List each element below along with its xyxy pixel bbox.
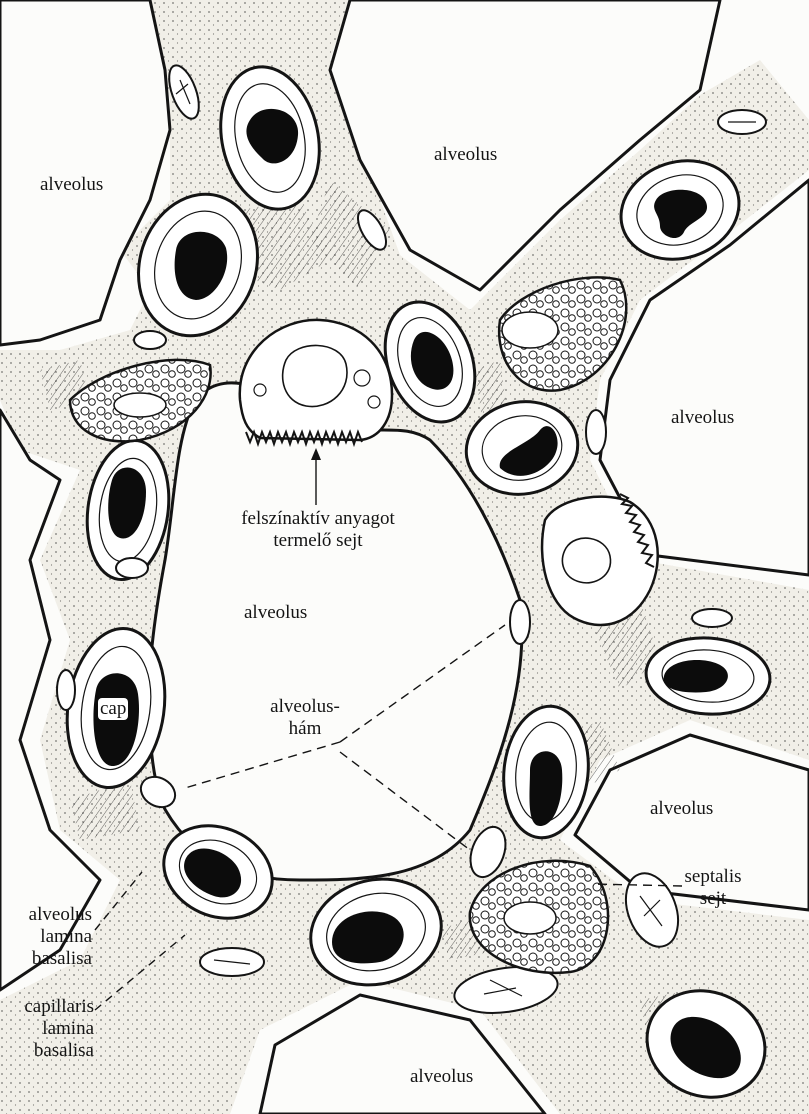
label-alveolar-epithelium-line1: alveolus- [240,696,370,718]
label-capillary-basal-line1: capillaris [0,996,94,1018]
label-alveolar-basal-line3: basalisa [0,948,92,970]
foamy-cell-nucleus [502,312,558,348]
label-surfactant-cell-line2: termelő sejt [218,530,418,552]
label-alveolar-basal-lamina: alveolus lamina basalisa [0,904,92,970]
label-alveolus-lower-right: alveolus [650,798,713,820]
label-alveolus-center: alveolus [244,602,307,624]
label-alveolar-basal-line1: alveolus [0,904,92,926]
label-capillary-basal-line3: basalisa [0,1040,94,1062]
label-alveolar-epithelium: alveolus- hám [240,696,370,740]
label-surfactant-cell: felszínaktív anyagot termelő sejt [218,508,418,552]
label-alveolus-top-left: alveolus [40,174,103,196]
foamy-cell-nucleus [114,393,166,417]
label-capillary: cap [98,698,128,720]
label-capillary-basal-lamina: capillaris lamina basalisa [0,996,94,1062]
label-alveolar-basal-line2: lamina [0,926,92,948]
label-septal-cell-line1: septalis [678,866,748,888]
label-alveolar-epithelium-line2: hám [240,718,370,740]
label-alveolus-right: alveolus [671,407,734,429]
label-surfactant-cell-line1: felszínaktív anyagot [218,508,418,530]
label-alveolus-bottom: alveolus [410,1066,473,1088]
label-alveolus-top-center: alveolus [434,144,497,166]
label-septal-cell: septalis sejt [678,866,748,910]
foamy-cell-nucleus [504,902,556,934]
type-ii-nucleus [562,538,610,583]
label-capillary-basal-line2: lamina [0,1018,94,1040]
label-septal-cell-line2: sejt [678,888,748,910]
